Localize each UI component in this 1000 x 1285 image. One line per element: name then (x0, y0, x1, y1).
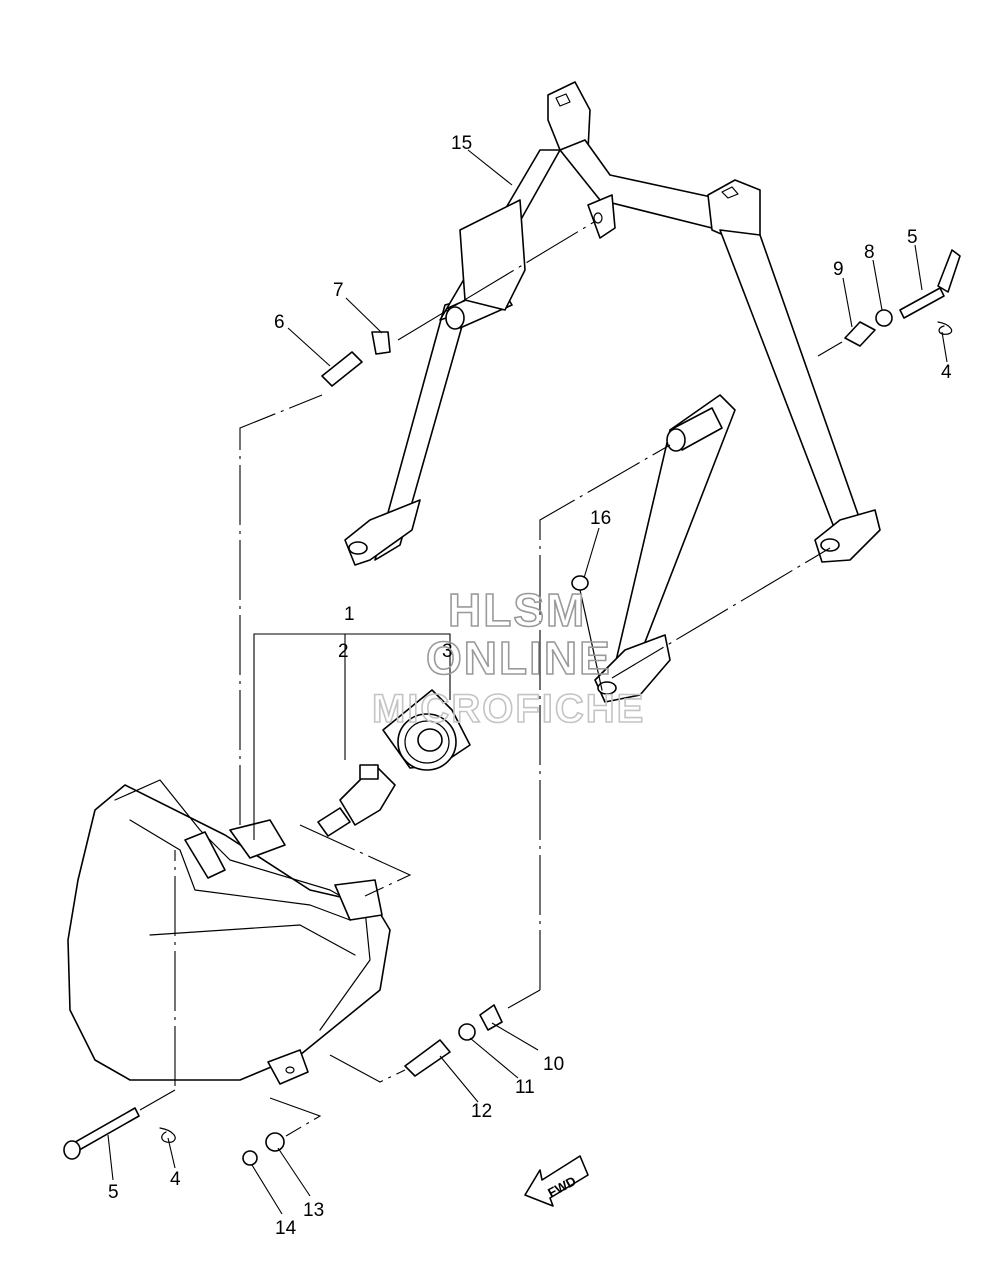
callout-12: 12 (471, 1101, 492, 1122)
assembly-lines (139, 221, 843, 1137)
headlight-assembly (67, 779, 391, 1085)
forward-direction-arrow: FWD (524, 1155, 589, 1207)
callout-9: 9 (833, 259, 844, 280)
callout-16: 16 (590, 508, 611, 529)
watermark-line-3: MICROFICHE (372, 687, 645, 731)
callout-2: 2 (338, 641, 349, 662)
watermark: HLSM ONLINE MICROFICHE (371, 583, 645, 732)
bulb-and-socket (317, 689, 471, 837)
callout-4-right: 4 (941, 362, 952, 383)
callout-14: 14 (275, 1218, 297, 1239)
callout-5-right: 5 (907, 227, 918, 248)
watermark-line-2: ONLINE (426, 632, 612, 684)
callout-10: 10 (543, 1054, 564, 1075)
headlight-stay-bracket (344, 81, 881, 703)
callout-7: 7 (333, 280, 344, 301)
callout-11: 11 (515, 1077, 535, 1098)
fasteners (63, 249, 961, 1166)
callout-5-left: 5 (108, 1182, 119, 1203)
callout-6: 6 (274, 312, 285, 333)
callout-3: 3 (442, 641, 453, 662)
callout-labels: 1 2 3 4 4 5 5 6 7 8 9 10 11 12 13 14 15 … (108, 133, 952, 1239)
callout-4-left: 4 (170, 1169, 181, 1190)
callout-1: 1 (344, 604, 355, 625)
group-bracket-1 (253, 633, 451, 840)
callout-13: 13 (303, 1200, 324, 1221)
leader-lines (107, 149, 948, 1215)
callout-8: 8 (864, 242, 875, 263)
watermark-line-1: HLSM (448, 584, 586, 636)
callout-15: 15 (451, 133, 472, 154)
